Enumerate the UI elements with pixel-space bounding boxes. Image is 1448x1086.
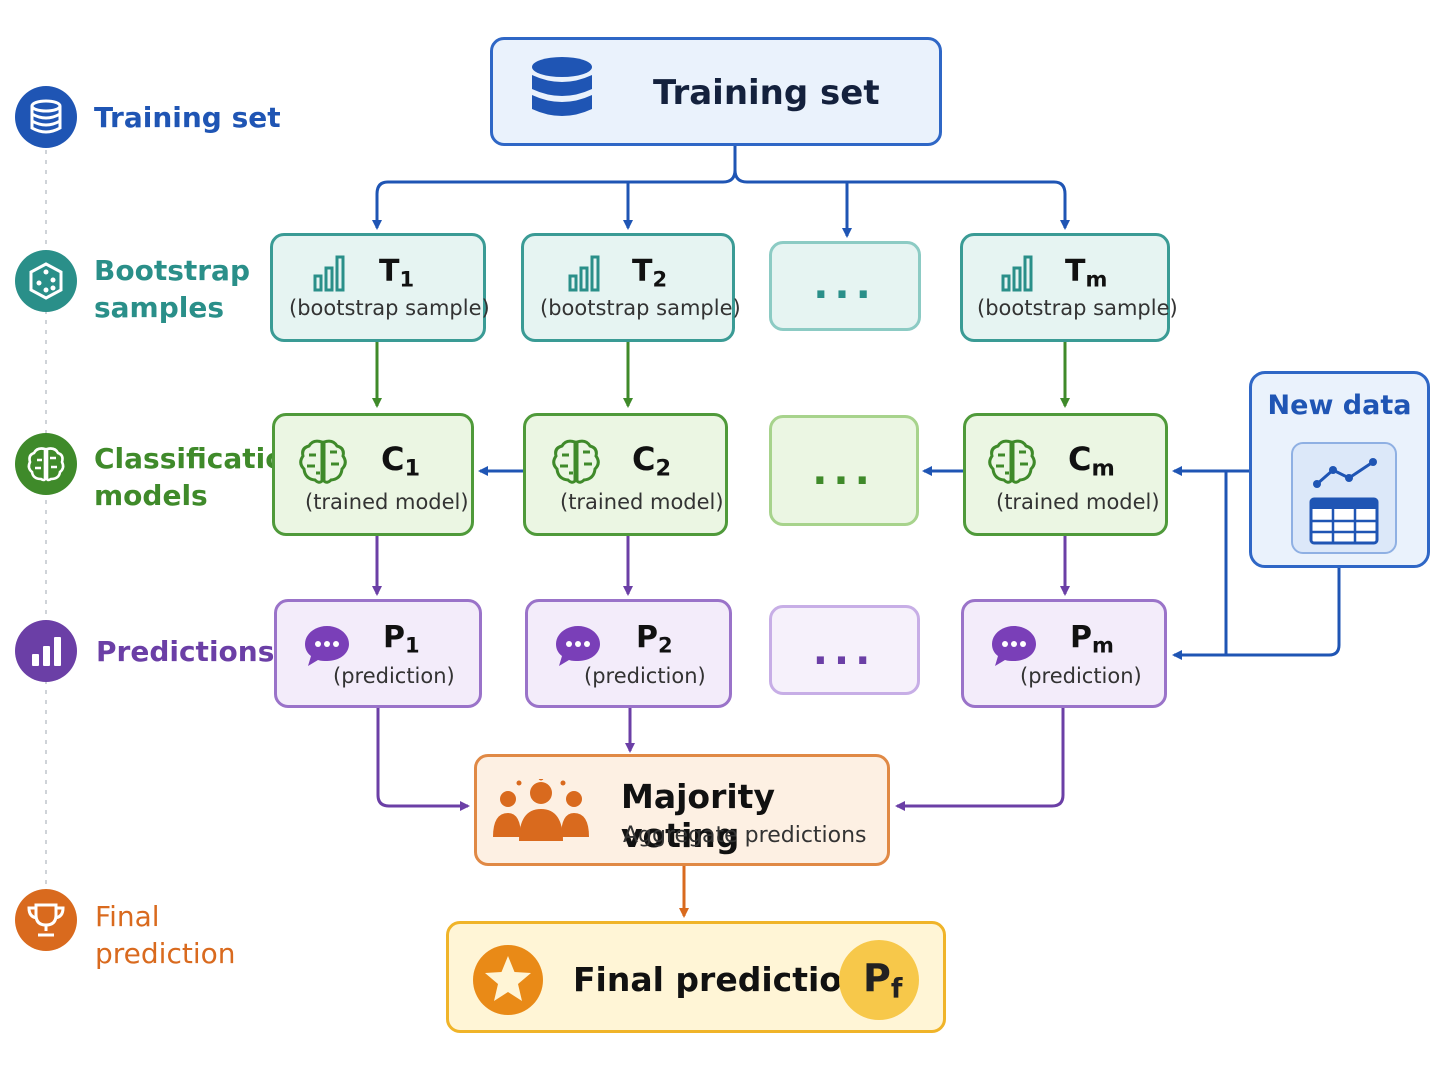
node-letter: T	[1065, 254, 1086, 289]
model-node-1: C1 (trained model)	[272, 413, 474, 536]
new-data-node: New data	[1249, 371, 1430, 568]
legend-label-line: samples	[94, 291, 225, 324]
node-subtitle: (trained model)	[996, 490, 1160, 514]
bar-chart-icon	[313, 255, 345, 292]
node-title: C1	[381, 440, 420, 482]
legend-label: Bootstrap samples	[94, 252, 250, 326]
node-subtitle: (prediction)	[584, 664, 706, 688]
legend-label: Predictions	[96, 635, 275, 668]
node-letter: T	[632, 254, 653, 289]
node-title: C2	[632, 440, 671, 482]
node-index: 1	[404, 455, 421, 482]
node-letter: C	[1068, 440, 1092, 478]
badge-letter: P	[863, 956, 891, 1000]
brain-icon	[552, 439, 600, 484]
database-icon	[532, 57, 592, 116]
node-title: Tm	[1065, 254, 1107, 291]
node-letter: C	[632, 440, 656, 478]
database-icon	[15, 86, 77, 148]
final-prediction-node: Final prediction Pf	[446, 921, 946, 1033]
prediction-node-1: P1 (prediction)	[274, 599, 482, 708]
table-chart-icon	[1291, 442, 1397, 554]
legend-label-line: Final	[95, 900, 160, 933]
node-index: m	[1092, 633, 1114, 658]
node-title: New data	[1267, 390, 1412, 421]
node-title: T2	[632, 254, 667, 291]
final-badge: Pf	[839, 940, 919, 1020]
brain-icon	[988, 439, 1036, 484]
trophy-icon	[15, 889, 77, 951]
badge-index: f	[890, 973, 903, 1005]
node-title: Majority voting	[621, 777, 775, 855]
node-subtitle: (trained model)	[560, 490, 724, 514]
bootstrap-node-m: Tm (bootstrap sample)	[960, 233, 1178, 342]
node-title: Cm	[1068, 440, 1115, 482]
node-index: 1	[405, 633, 420, 658]
legend-label-line: Classification	[94, 442, 305, 475]
bar-chart-icon	[568, 255, 600, 292]
node-subtitle: (bootstrap sample)	[977, 296, 1178, 320]
node-title: Pm	[1070, 620, 1114, 657]
bootstrap-node-2: T2 (bootstrap sample)	[521, 233, 741, 342]
ellipsis: ...	[813, 262, 877, 308]
bootstrap-node-1: T1 (bootstrap sample)	[270, 233, 490, 342]
node-index: m	[1085, 267, 1108, 292]
node-index: 1	[399, 267, 415, 292]
node-subtitle: Aggregate predictions	[623, 823, 867, 848]
bar-chart-icon	[1001, 255, 1033, 292]
node-subtitle: (prediction)	[333, 664, 455, 688]
legend-label: Classification models	[94, 440, 304, 514]
node-letter: C	[381, 440, 405, 478]
model-node-2: C2 (trained model)	[523, 413, 728, 536]
chat-bubble-icon	[556, 626, 600, 666]
chat-bubble-icon	[992, 626, 1036, 666]
badge-label: Pf	[863, 956, 902, 1005]
node-title: P2	[636, 620, 673, 657]
node-index: 2	[655, 455, 672, 482]
node-title: Final prediction	[573, 960, 866, 999]
node-letter: T	[379, 254, 400, 289]
legend-label-line: Bootstrap	[94, 254, 250, 287]
ellipsis: ...	[812, 628, 877, 674]
node-letter: P	[636, 620, 658, 655]
node-index: 2	[652, 267, 668, 292]
legend-label: Final prediction	[95, 898, 235, 972]
model-node-m: Cm (trained model)	[963, 413, 1168, 536]
training-set-node: Training set	[490, 37, 942, 146]
legend-label-line: prediction	[95, 937, 236, 970]
dice-icon	[15, 250, 77, 312]
majority-voting-node: Majority voting Aggregate predictions	[474, 754, 890, 866]
node-title: Training set	[653, 73, 880, 113]
model-ellipsis-node: ...	[769, 415, 919, 526]
chat-bubble-icon	[305, 626, 349, 666]
node-index: m	[1091, 455, 1115, 482]
node-subtitle: (bootstrap sample)	[540, 296, 741, 320]
legend-label-line: models	[94, 479, 208, 512]
ellipsis: ...	[812, 448, 876, 494]
node-letter: P	[383, 620, 405, 655]
prediction-ellipsis-node: ...	[769, 605, 920, 695]
node-title: T1	[379, 254, 414, 291]
node-subtitle: (trained model)	[305, 490, 469, 514]
node-title: P1	[383, 620, 420, 657]
brain-icon	[15, 433, 77, 495]
legend-label: Training set	[94, 101, 281, 134]
group-people-icon	[493, 779, 589, 841]
bootstrap-ellipsis-node: ...	[769, 241, 921, 331]
brain-icon	[299, 439, 347, 484]
node-letter: P	[1070, 620, 1092, 655]
bar-chart-icon	[15, 620, 77, 682]
node-index: 2	[658, 633, 673, 658]
prediction-node-m: Pm (prediction)	[961, 599, 1167, 708]
node-subtitle: (bootstrap sample)	[289, 296, 490, 320]
star-icon	[473, 945, 543, 1015]
prediction-node-2: P2 (prediction)	[525, 599, 732, 708]
node-subtitle: (prediction)	[1020, 664, 1142, 688]
